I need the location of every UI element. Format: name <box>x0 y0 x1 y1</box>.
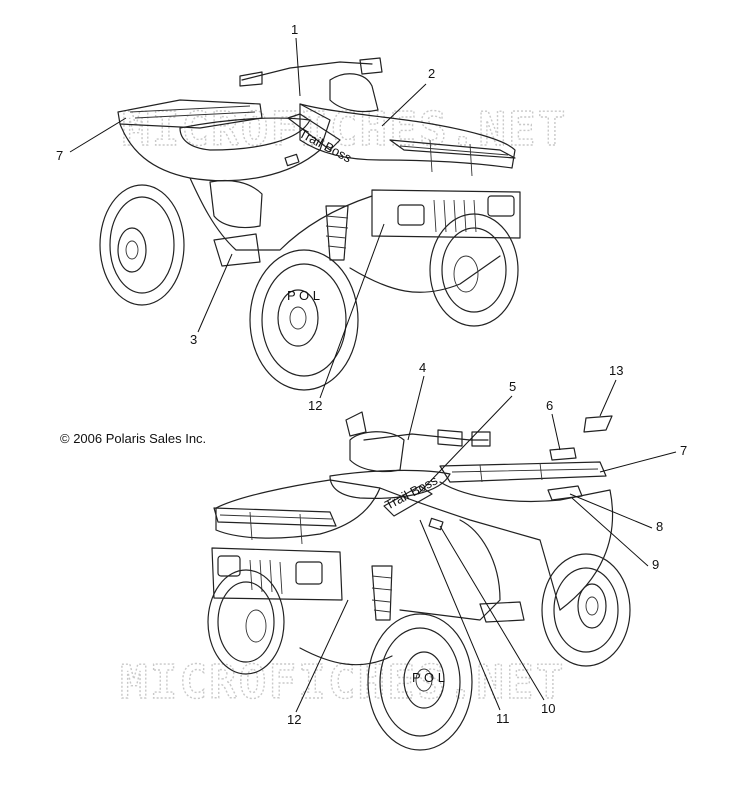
callout-7-top: 7 <box>56 148 63 163</box>
callout-1: 1 <box>291 22 298 37</box>
callout-9: 9 <box>652 557 659 572</box>
callout-11: 11 <box>496 711 510 726</box>
callout-4: 4 <box>419 360 426 375</box>
callout-3: 3 <box>190 332 197 347</box>
callout-7-bottom: 7 <box>680 443 687 458</box>
callout-8: 8 <box>656 519 663 534</box>
hub-text-bottom: P O L <box>412 670 445 685</box>
callout-10: 10 <box>541 701 555 716</box>
callout-5: 5 <box>509 379 516 394</box>
top-callouts: 1 2 3 7 12 <box>56 22 435 413</box>
bottom-callouts: 4 5 6 7 8 9 10 11 12 13 <box>287 360 687 727</box>
callout-12-top: 12 <box>308 398 322 413</box>
callout-2-top: 2 <box>428 66 435 81</box>
hub-text-top: P O L <box>287 288 320 303</box>
callout-12-bottom: 12 <box>287 712 301 727</box>
callout-6: 6 <box>546 398 553 413</box>
callout-13: 13 <box>609 363 623 378</box>
copyright-notice: © 2006 Polaris Sales Inc. <box>60 431 207 446</box>
